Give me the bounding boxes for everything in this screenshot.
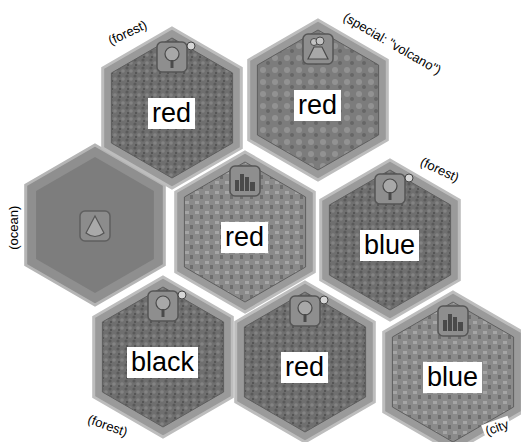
hex-tile: black	[92, 275, 234, 439]
tile-icon	[157, 42, 195, 72]
tile-icon	[438, 306, 468, 336]
tile-icon	[375, 174, 413, 204]
hex-tile: red	[234, 280, 376, 442]
tile-label: black	[127, 347, 198, 378]
tile-icon	[148, 291, 186, 321]
tile-type-note: (ocean)	[6, 204, 22, 252]
tile-icon	[303, 34, 333, 64]
tile-label: blue	[360, 230, 419, 261]
tile-label: blue	[423, 362, 482, 393]
tile-label: red	[221, 222, 268, 253]
tile-icon	[230, 166, 260, 196]
hex-tile: red	[247, 18, 389, 182]
tile-label: red	[148, 98, 195, 129]
tile-label: red	[281, 352, 328, 383]
tile-label: red	[294, 90, 341, 121]
tile-icon	[290, 296, 328, 326]
hex-tile: blue	[319, 158, 461, 322]
